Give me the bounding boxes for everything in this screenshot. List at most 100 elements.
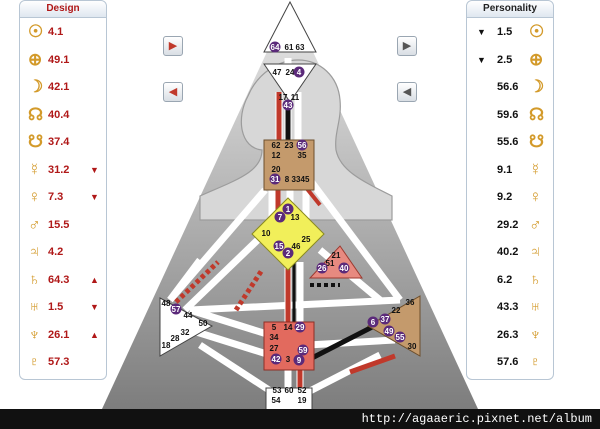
gate-label: 21 bbox=[332, 251, 341, 260]
gate-line-value: 64.3 bbox=[48, 273, 70, 286]
gate-label: 28 bbox=[171, 334, 180, 343]
gate-label: 1 bbox=[286, 205, 291, 214]
design-row: ⊕49.1 bbox=[20, 47, 106, 73]
gate-label: 44 bbox=[184, 311, 193, 320]
gate-label: 2 bbox=[286, 249, 291, 258]
down-arrow-icon: ▼ bbox=[477, 27, 486, 37]
gate-line-value: 42.1 bbox=[48, 81, 70, 93]
gate-line-value: 15.5 bbox=[48, 218, 70, 231]
gate-label: 56 bbox=[298, 141, 307, 150]
gate-badge bbox=[383, 325, 395, 337]
design-row: ♂15.5 bbox=[20, 212, 106, 238]
design-row: ☉ 4.1 bbox=[20, 19, 106, 45]
design-row: ☽ 42.1 bbox=[20, 74, 106, 100]
personality-row: ♆26.3 bbox=[467, 322, 553, 348]
gate-label: 13 bbox=[291, 213, 300, 222]
gate-badge bbox=[282, 99, 294, 111]
planet-glyph-icon: ☉ bbox=[28, 22, 44, 41]
personality-prev-button[interactable]: ◀ bbox=[397, 82, 417, 102]
design-prev-button[interactable]: ◀ bbox=[163, 82, 183, 102]
gate-label: 52 bbox=[298, 386, 307, 395]
gate-label: 4 bbox=[297, 68, 302, 77]
gate-line-value: 37.4 bbox=[48, 136, 70, 148]
gate-label: 24 bbox=[286, 68, 295, 77]
down-arrow-icon: ▼ bbox=[90, 164, 99, 175]
gate-line-value: 7.3 bbox=[48, 191, 64, 203]
gate-label: 46 bbox=[292, 242, 301, 251]
design-row: ☋ 37.4 bbox=[20, 129, 106, 155]
gate-label: 31 bbox=[271, 175, 280, 184]
gate-label: 12 bbox=[272, 151, 281, 160]
gate-label: 51 bbox=[326, 259, 335, 268]
design-row: ☿ 31.2 ▼ bbox=[20, 157, 106, 183]
design-row: ♆26.1▲ bbox=[20, 322, 106, 348]
gate-badge bbox=[294, 321, 306, 333]
gate-line-value: 29.2 bbox=[497, 218, 519, 231]
gate-line-value: 4.1 bbox=[48, 26, 64, 38]
planet-glyph-icon: ☋ bbox=[529, 132, 545, 151]
design-next-button[interactable]: ▶ bbox=[163, 36, 183, 56]
head-center bbox=[263, 0, 317, 53]
gate-line-value: 9.1 bbox=[497, 163, 513, 176]
gate-label: 57 bbox=[172, 305, 181, 314]
gate-label: 64 bbox=[271, 43, 280, 52]
planet-glyph-icon: ♀ bbox=[28, 187, 41, 206]
planet-glyph-icon: ☿ bbox=[28, 159, 41, 179]
personality-next-button[interactable]: ▶ bbox=[397, 36, 417, 56]
planet-glyph-icon: ♃ bbox=[529, 242, 542, 261]
planet-glyph-icon: ☊ bbox=[28, 104, 44, 124]
planet-glyph-icon: ♅ bbox=[28, 297, 41, 316]
gate-label: 30 bbox=[408, 342, 417, 351]
design-row: ♃4.2 bbox=[20, 239, 106, 265]
design-panel-title: Design bbox=[20, 1, 106, 18]
gate-label: 3 bbox=[286, 355, 291, 364]
gate-label: 20 bbox=[272, 165, 281, 174]
gate-line-value: 57.6 bbox=[497, 356, 519, 368]
planet-glyph-icon: ♆ bbox=[529, 324, 542, 344]
gate-label: 54 bbox=[272, 396, 281, 405]
gate-label: 14 bbox=[284, 323, 293, 332]
gate-label: 34 bbox=[270, 333, 279, 342]
design-row: ♄ 64.3 ▲ bbox=[20, 267, 106, 293]
gate-label: 63 bbox=[296, 43, 305, 52]
gate-line-value: 31.2 bbox=[48, 163, 70, 176]
gate-line-value: 43.3 bbox=[497, 301, 519, 313]
planet-glyph-icon: ☽ bbox=[28, 77, 44, 96]
design-row: ♅1.5▼ bbox=[20, 294, 106, 320]
gate-badge bbox=[282, 203, 294, 215]
planet-glyph-icon: ☊ bbox=[529, 104, 545, 124]
gate-label: 40 bbox=[340, 264, 349, 273]
gate-label: 42 bbox=[272, 355, 281, 364]
gate-badge bbox=[282, 247, 294, 259]
gate-label: 43 bbox=[284, 101, 293, 110]
gate-label: 48 bbox=[162, 299, 171, 308]
planet-glyph-icon: ☋ bbox=[28, 132, 44, 151]
gate-line-value: 26.1 bbox=[48, 328, 70, 341]
personality-row: ☉1.5▼ bbox=[467, 19, 553, 45]
gate-badge bbox=[269, 41, 281, 53]
planet-glyph-icon: ♄ bbox=[529, 269, 542, 289]
design-row: ♇57.3 bbox=[20, 349, 106, 375]
gate-badge bbox=[269, 173, 281, 185]
gate-label: 45 bbox=[301, 175, 310, 184]
planet-glyph-icon: ♀ bbox=[529, 187, 542, 206]
gate-label: 5 bbox=[272, 323, 277, 332]
gate-line-value: 49.1 bbox=[48, 53, 70, 66]
gate-label: 53 bbox=[273, 386, 282, 395]
design-panel: Design ☉4.1⊕49.1☽42.1☊40.4☋37.4☿31.2▼♀7.… bbox=[19, 0, 107, 380]
planet-glyph-icon: ♄ bbox=[28, 269, 41, 289]
personality-row: ♃40.2 bbox=[467, 239, 553, 265]
gate-label: 33 bbox=[292, 175, 301, 184]
gate-label: 26 bbox=[318, 264, 327, 273]
gate-label: 32 bbox=[181, 328, 190, 337]
gate-label: 9 bbox=[297, 356, 302, 365]
gate-label: 19 bbox=[298, 396, 307, 405]
gate-label: 62 bbox=[272, 141, 281, 150]
up-arrow-icon: ▲ bbox=[90, 274, 99, 285]
gate-line-value: 56.6 bbox=[497, 81, 519, 93]
personality-row: ♇ 57.6 bbox=[467, 349, 553, 375]
planet-glyph-icon: ♇ bbox=[529, 352, 542, 371]
gate-badge bbox=[293, 354, 305, 366]
